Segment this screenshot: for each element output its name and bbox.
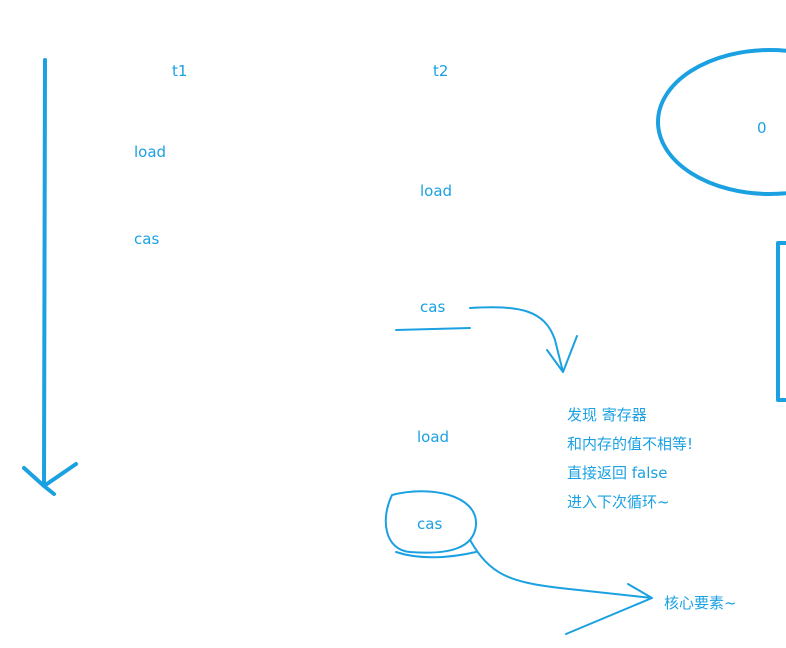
memory-ellipse <box>656 48 786 196</box>
cas-circle-tail <box>395 551 477 559</box>
t1-load: load <box>134 143 167 161</box>
t1-cas: cas <box>134 230 160 248</box>
t2-load: load <box>420 182 453 200</box>
cas-circle <box>384 490 478 554</box>
note-line: 直接返回 false <box>567 464 668 482</box>
cas-underline <box>395 327 471 331</box>
thread-t2-label: t2 <box>433 62 449 80</box>
core-label: 核心要素~ <box>664 594 737 612</box>
note-line: 发现 寄存器 <box>567 406 647 424</box>
timeline-arrow <box>42 58 47 486</box>
memory-value: 0 <box>757 119 767 137</box>
timeline-arrowhead <box>22 462 78 496</box>
t2-cas-retry: cas <box>417 515 443 533</box>
cas-curve-arrow <box>469 306 578 373</box>
t2-load-retry: load <box>417 428 450 446</box>
t2-cas: cas <box>420 298 446 316</box>
core-arrow <box>469 539 653 635</box>
note-line: 和内存的值不相等! <box>567 435 694 453</box>
note-line: 进入下次循环~ <box>567 493 670 511</box>
register-box <box>776 241 786 402</box>
thread-t1-label: t1 <box>172 62 188 80</box>
